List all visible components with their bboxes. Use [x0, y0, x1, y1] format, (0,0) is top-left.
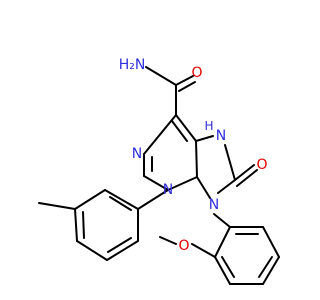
bond-tolyl-5 [106, 240, 139, 261]
bond-c8-o [234, 164, 255, 181]
bond-tolyl-double-1 [109, 196, 132, 211]
bond-c5-c4 [195, 140, 198, 178]
bond-n1-c6 [143, 114, 177, 155]
bond-anisyl-1 [214, 226, 231, 258]
amide-nh2-label: H₂N [119, 57, 146, 73]
bond-anisyl-4 [262, 256, 280, 285]
bond-c2-aryl [137, 189, 169, 210]
bond-anisyl-double-1 [221, 256, 235, 278]
bond-c4-n3 [167, 176, 198, 191]
bond-amide-c-o-double [178, 81, 196, 92]
chemical-structure: H₂N O N H O N N N O [38, 57, 280, 285]
nh-nitrogen-label: N [216, 128, 226, 144]
bond-anisyl-5 [262, 226, 280, 258]
bond-c8-n9 [217, 179, 236, 194]
carbonyl-oxygen-label: O [256, 157, 267, 173]
bond-tolyl-1 [104, 189, 139, 210]
bond-lines [38, 66, 280, 285]
bond-n9-c4 [196, 176, 211, 199]
nh-hydrogen-label: H [204, 119, 213, 133]
bond-anisyl-double-2 [258, 256, 273, 278]
bond-tolyl-double-2 [82, 211, 85, 239]
bond-tolyl-3 [74, 208, 78, 242]
bond-n9-aryl [213, 213, 231, 228]
bond-c6-c5-double [171, 120, 188, 142]
bond-c8-o-double [236, 169, 258, 187]
bond-n3-c2 [143, 175, 169, 191]
methoxy-oxygen-label: O [178, 238, 189, 254]
bond-c6-c5 [175, 114, 197, 142]
bond-c5-n7 [195, 135, 214, 142]
bond-n7-c8 [224, 144, 236, 181]
bond-amide-c-o [175, 75, 194, 86]
bond-tolyl-double-3 [107, 237, 132, 253]
bond-amide-c-n [145, 66, 177, 86]
bond-aryl-o [191, 243, 216, 258]
atom-labels: H₂N O N H O N N N O [119, 57, 268, 254]
ring-nitrogen-left-label: N [132, 146, 142, 162]
bond-o-methyl [159, 236, 177, 245]
bond-tolyl-2 [74, 189, 106, 210]
amide-oxygen-label: O [191, 65, 202, 81]
n9-nitrogen-label: N [209, 197, 219, 213]
bond-tolyl-4 [76, 240, 108, 261]
bond-methyl [38, 202, 76, 210]
bond-anisyl-2 [214, 256, 231, 285]
ring-nitrogen-bottom-label: N [163, 182, 173, 198]
